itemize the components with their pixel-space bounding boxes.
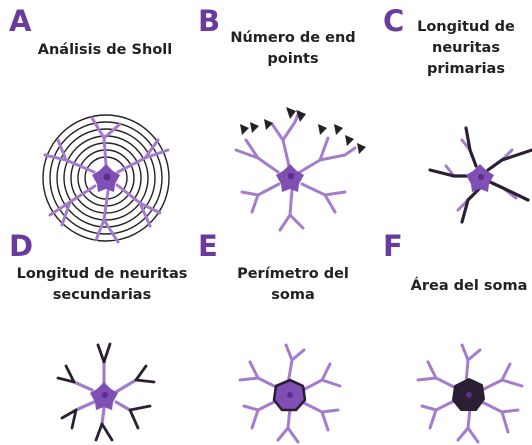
soma-area-neuron-icon — [418, 345, 522, 442]
end-points-neuron-icon — [236, 107, 366, 230]
soma-perimeter-neuron-icon — [240, 345, 340, 442]
primary-neurites-neuron-icon — [430, 128, 532, 222]
sholl-analysis-neuron-icon — [43, 115, 169, 242]
secondary-neurites-neuron-icon — [58, 344, 154, 440]
end-point-arrowheads — [240, 107, 366, 154]
